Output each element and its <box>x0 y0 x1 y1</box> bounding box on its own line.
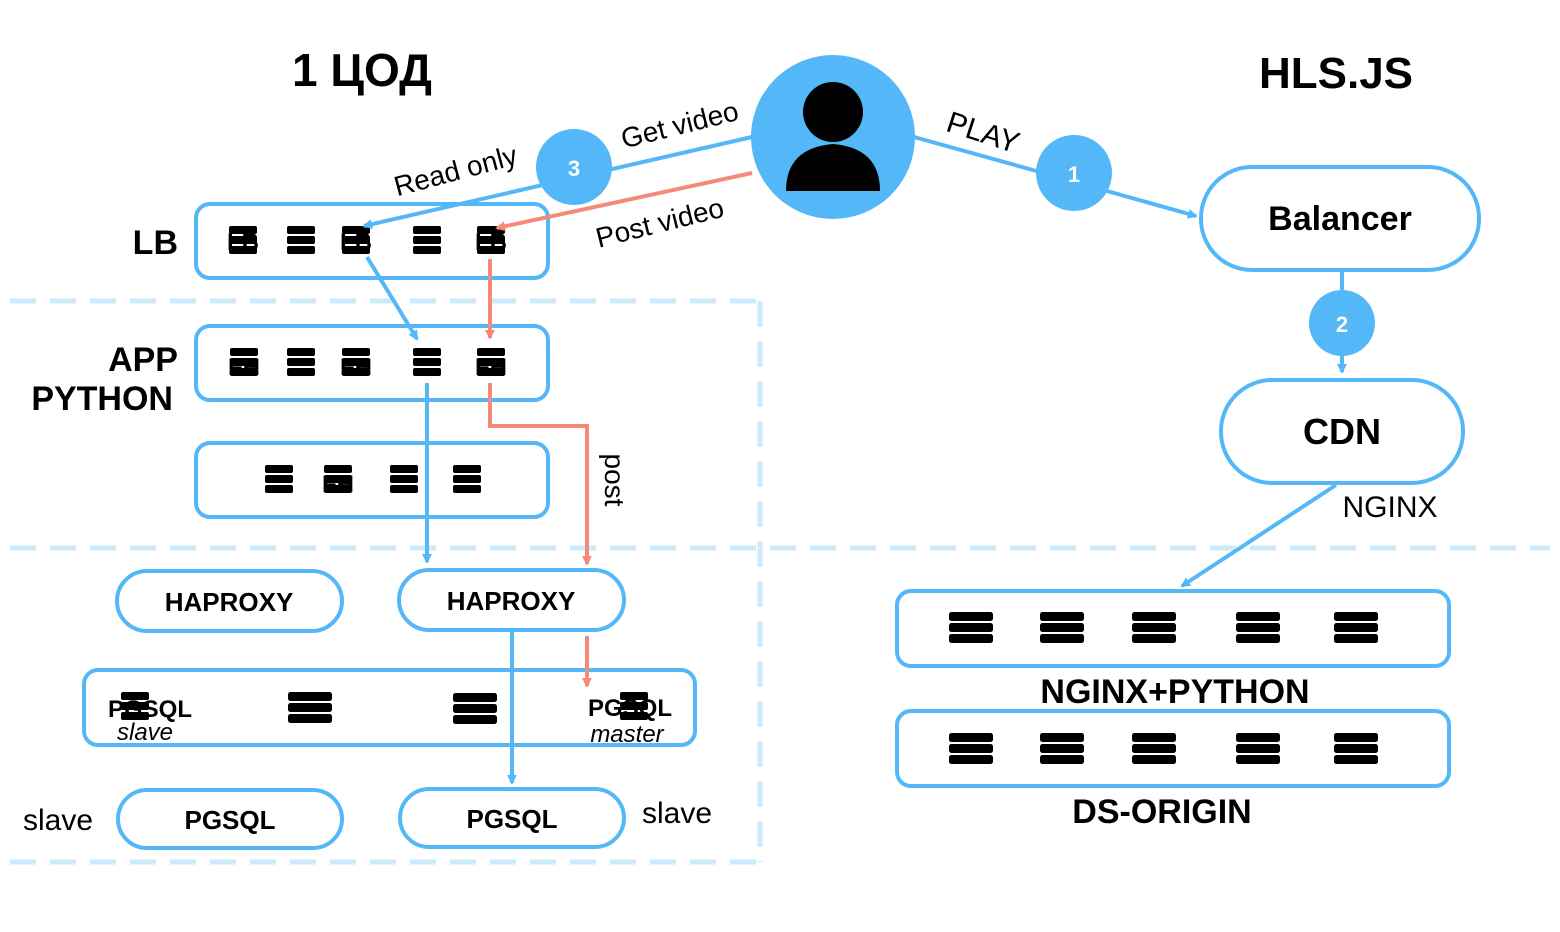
pgsql-bottom-role-1: slave <box>23 804 93 837</box>
edge-label-post: post <box>599 454 630 507</box>
pgsql-cluster-node-1[interactable]: PGSQL slave <box>108 692 192 746</box>
arrow-lb-to-app <box>365 255 419 339</box>
pgsql-master-name: PGSQL <box>588 695 672 722</box>
app-node-3[interactable]: FH <box>340 348 372 381</box>
lb-node-1[interactable]: LB <box>227 226 259 256</box>
app-node-4[interactable] <box>413 348 441 376</box>
pgsql-bottom-label-1: PGSQL <box>184 805 275 835</box>
pgsql-bottom-node-2[interactable] <box>398 787 626 849</box>
pgsql-cluster-box <box>82 668 697 747</box>
haproxy-label-2: HAPROXY <box>447 586 576 616</box>
cdn-node[interactable] <box>1219 378 1465 485</box>
server-icon <box>453 465 481 493</box>
zone-borders <box>10 298 1550 865</box>
user-icon <box>786 82 880 191</box>
lb-node-2[interactable] <box>287 226 315 254</box>
server-icon[interactable] <box>1040 612 1084 643</box>
step-3-badge <box>536 129 612 205</box>
app-group-box <box>194 324 550 402</box>
lb-node-label: LB <box>475 229 507 256</box>
balancer-label: Balancer <box>1268 200 1412 238</box>
pgsql-cluster-node-2[interactable] <box>288 692 332 723</box>
arrow-app-to-haproxy-post <box>488 383 587 564</box>
server-icon[interactable] <box>1040 733 1084 764</box>
title-datacenter: 1 ЦОД <box>292 44 432 96</box>
edge-label-nginx: NGINX <box>1342 491 1437 524</box>
step-1-badge <box>1036 135 1112 211</box>
app2-node-2[interactable]: FH <box>322 465 354 498</box>
user-node[interactable] <box>751 55 915 219</box>
nginx-python-label: NGINX+PYTHON <box>1040 673 1309 711</box>
app2-node-4[interactable] <box>453 465 481 493</box>
layer-label-lb: LB <box>133 224 178 262</box>
layer-label-python: PYTHON <box>31 380 173 418</box>
server-icon <box>390 465 418 493</box>
server-icon <box>413 348 441 376</box>
server-icon[interactable] <box>1236 733 1280 764</box>
lb-node-label: LB <box>227 229 259 256</box>
app-node-label: FH <box>475 354 507 381</box>
step-3-number: 3 <box>568 156 580 181</box>
ds-origin-label: DS-ORIGIN <box>1072 793 1251 831</box>
pgsql-slave-role: slave <box>117 719 173 746</box>
app-node-2[interactable] <box>287 348 315 376</box>
server-icon[interactable] <box>1334 733 1378 764</box>
arrow-play-b <box>1106 189 1196 216</box>
server-icon <box>287 348 315 376</box>
server-icon[interactable] <box>1132 612 1176 643</box>
server-icon[interactable] <box>949 612 993 643</box>
app2-node-label: FH <box>322 471 354 498</box>
server-icon <box>453 693 497 724</box>
arrow-play-a <box>913 135 1041 174</box>
arrow-cdn-to-nginx <box>1182 483 1338 588</box>
edge-label-play: PLAY <box>942 106 1023 160</box>
cdn-label: CDN <box>1303 411 1381 452</box>
step-2-badge <box>1309 290 1375 356</box>
app-node-label: FH <box>228 354 260 381</box>
server-icon[interactable] <box>1132 733 1176 764</box>
server-icon <box>265 465 293 493</box>
pgsql-bottom-node-1[interactable] <box>116 788 344 850</box>
app-node-1[interactable]: FH <box>228 348 260 381</box>
step-2-number: 2 <box>1336 312 1348 337</box>
title-hlsjs: HLS.JS <box>1259 49 1413 98</box>
server-icon <box>413 226 441 254</box>
app-node-label: FH <box>340 354 372 381</box>
lb-group-box <box>194 202 550 280</box>
app2-node-3[interactable] <box>390 465 418 493</box>
app2-node-1[interactable] <box>265 465 293 493</box>
pgsql-slave-name: PGSQL <box>108 696 192 723</box>
server-icon[interactable] <box>1236 612 1280 643</box>
app2-group-box <box>194 441 550 519</box>
server-icon[interactable] <box>1334 612 1378 643</box>
lb-node-5[interactable]: LB <box>475 226 507 256</box>
lb-node-3[interactable]: LB <box>340 226 372 256</box>
pgsql-bottom-label-2: PGSQL <box>466 804 557 834</box>
pgsql-bottom-role-2: slave <box>642 797 712 830</box>
haproxy-node-1[interactable] <box>115 569 344 633</box>
haproxy-label-1: HAPROXY <box>165 587 294 617</box>
pgsql-cluster-node-3[interactable] <box>453 693 497 724</box>
pgsql-master-role: master <box>590 721 664 748</box>
server-icon[interactable] <box>949 733 993 764</box>
layer-label-app: APP <box>108 341 178 379</box>
server-icon <box>288 692 332 723</box>
lb-node-label: LB <box>340 229 372 256</box>
app-node-5[interactable]: FH <box>475 348 507 381</box>
lb-node-4[interactable] <box>413 226 441 254</box>
server-icon <box>287 226 315 254</box>
arrow-post-video <box>497 171 753 228</box>
step-1-number: 1 <box>1068 162 1080 187</box>
pgsql-cluster-node-4[interactable]: PGSQL master <box>588 692 672 748</box>
